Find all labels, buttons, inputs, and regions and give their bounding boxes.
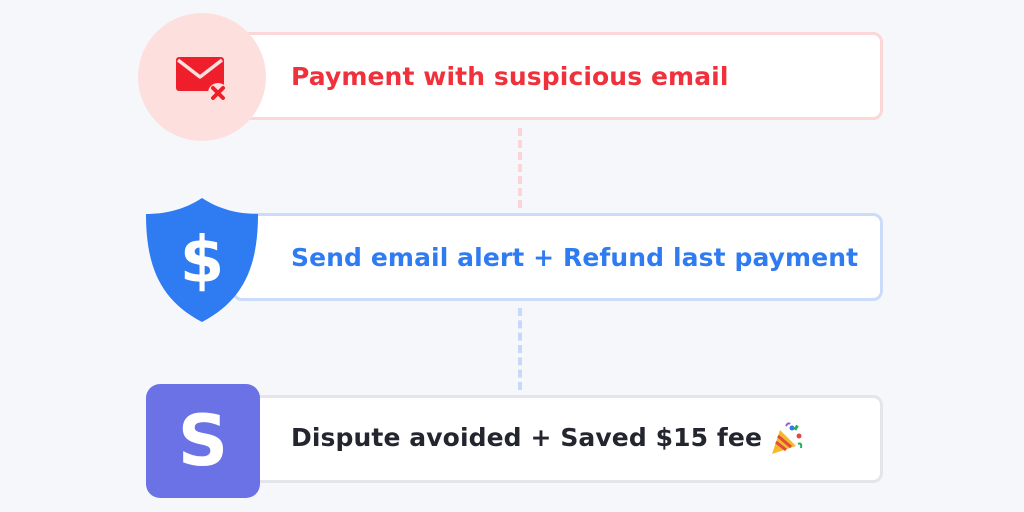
step-label: Send email alert + Refund last payment: [291, 242, 859, 272]
connector-line-1: [518, 128, 522, 208]
step-label: Payment with suspicious email: [291, 61, 729, 91]
dollar-shield-icon: $: [140, 196, 264, 324]
step-label: Dispute avoided + Saved $15 fee: [291, 422, 804, 456]
step-label-text: Dispute avoided + Saved $15 fee: [291, 423, 763, 452]
connector-line-2: [518, 308, 522, 390]
step-card-suspicious-email: Payment with suspicious email: [232, 32, 883, 120]
step-card-dispute-avoided: Dispute avoided + Saved $15 fee: [232, 395, 883, 483]
step-card-refund: Send email alert + Refund last payment: [232, 213, 883, 301]
stripe-logo-letter: S: [177, 400, 229, 482]
mail-error-icon: [138, 13, 266, 141]
svg-text:$: $: [180, 224, 225, 298]
stripe-logo: S: [146, 384, 260, 498]
party-popper-icon: [772, 422, 803, 454]
